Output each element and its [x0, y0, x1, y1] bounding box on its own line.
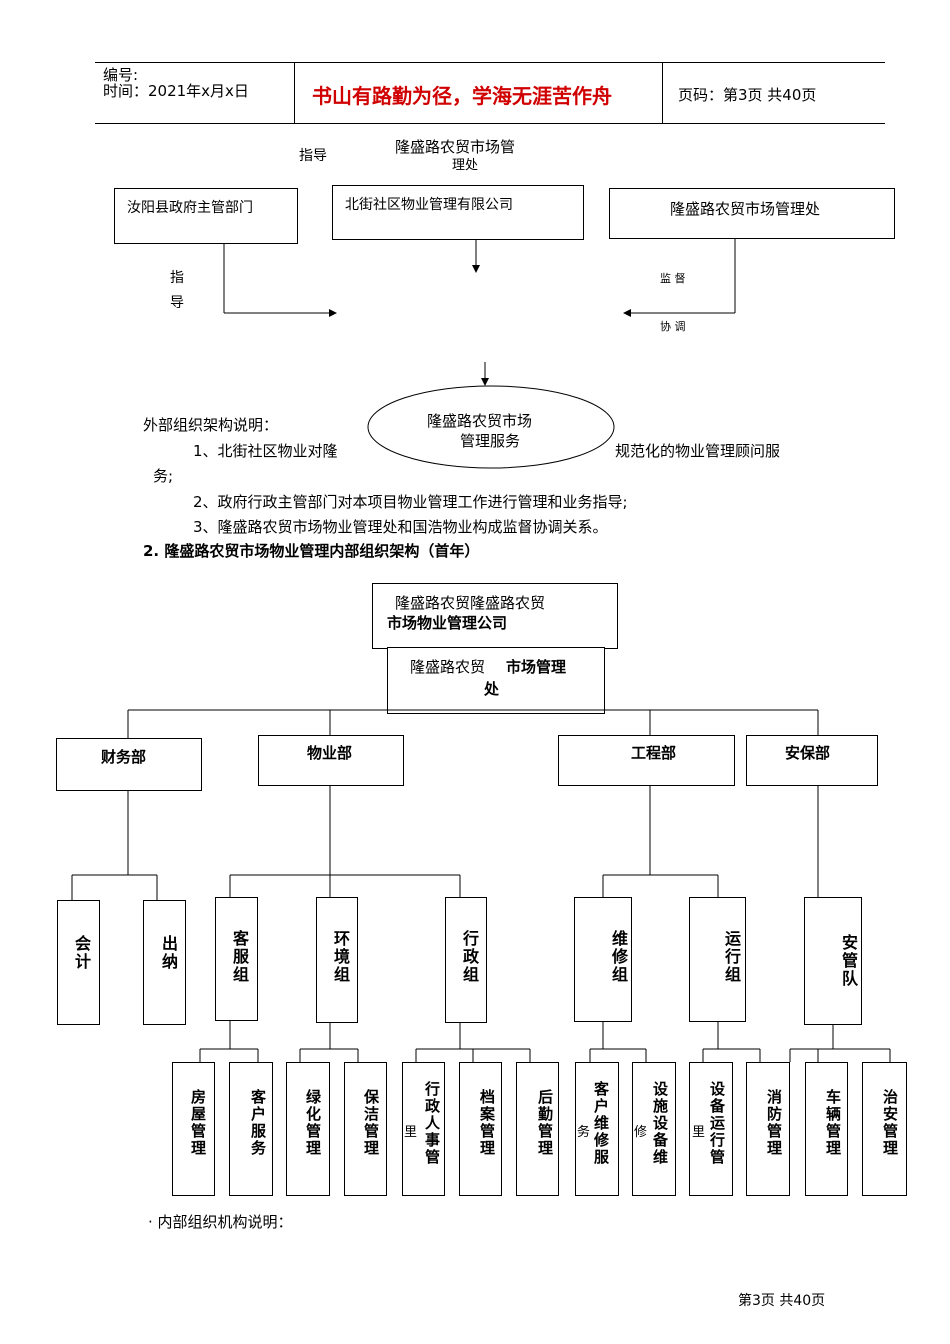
top-title-line1: 隆盛路农贸市场管: [395, 138, 516, 156]
external-notes-title: 外部组织架构说明：: [143, 416, 279, 434]
top-guide-label: 指导: [299, 148, 327, 164]
leaf-green-label: 绿化管理: [304, 1089, 322, 1157]
leaf-equipment-label: 设备运行管: [708, 1081, 726, 1166]
leaf-archive-box: 档案管理: [459, 1062, 502, 1196]
leaf-vehicle-box: 车辆管理: [805, 1062, 848, 1196]
header-divider-left: [294, 62, 295, 123]
leaf-facility-label: 设施设备维: [651, 1081, 669, 1166]
group-customer-label: 客服组: [230, 930, 249, 984]
leaf-customer-service-label: 客户服务: [249, 1089, 267, 1157]
leaf-house-box: 房屋管理: [172, 1062, 215, 1196]
header-divider-right: [662, 62, 663, 123]
group-customer-box: 客服组: [215, 897, 258, 1021]
leaf-public-security-box: 治安管理: [862, 1062, 907, 1196]
property-company-box: 北街社区物业管理有限公司: [332, 185, 584, 240]
internal-notes-title: · 内部组织机构说明：: [148, 1213, 293, 1231]
office-line1a: 隆盛路农贸: [410, 658, 486, 676]
leaf-fire-label: 消防管理: [765, 1089, 783, 1157]
gov-department-box: 汝阳县政府主管部门: [114, 188, 298, 244]
dept-finance-box: 财务部: [56, 738, 202, 791]
page-number-label: 页码：第3页 共40页: [678, 86, 817, 104]
leaf-house-label: 房屋管理: [189, 1089, 207, 1157]
leaf-fire-box: 消防管理: [746, 1062, 790, 1196]
dept-engineering-label: 工程部: [631, 744, 677, 762]
guide-vertical-1: 指: [170, 270, 184, 286]
market-office-label: 隆盛路农贸市场管理处: [670, 200, 821, 218]
header-bottom-rule: [95, 123, 885, 124]
dept-security-label: 安保部: [785, 744, 831, 762]
section2-title: 2. 隆盛路农贸市场物业管理内部组织架构（首年）: [143, 542, 480, 560]
leaf-hr-label: 行政人事管: [423, 1081, 441, 1166]
group-admin-label: 行政组: [460, 930, 479, 984]
group-security-label: 安管队: [839, 934, 858, 988]
external-note-3: 3、隆盛路农贸市场物业管理处和国浩物业构成监督协调关系。: [193, 518, 608, 536]
dept-property-label: 物业部: [307, 744, 353, 762]
office-line1b: 市场管理: [506, 658, 567, 676]
gov-department-label: 汝阳县政府主管部门: [127, 200, 253, 216]
group-operation-label: 运行组: [722, 930, 741, 984]
leaf-logistics-label: 后勤管理: [536, 1089, 554, 1157]
leaf-customer-repair-label: 客户维修服: [592, 1081, 610, 1166]
top-title-line2: 理处: [452, 158, 479, 173]
market-office-box: 隆盛路农贸市场管理处: [609, 188, 895, 239]
dept-security-box: 安保部: [746, 735, 878, 786]
leaf-hr-side-label: 里: [404, 1125, 418, 1140]
management-office-box: 隆盛路农贸 市场管理 处: [387, 647, 605, 714]
leaf-hr-box: 行政人事管 里: [402, 1062, 445, 1196]
header-motto: 书山有路勤为径，学海无涯苦作舟: [312, 84, 612, 108]
leaf-clean-box: 保洁管理: [344, 1062, 387, 1196]
page-footer: 第3页 共40页: [738, 1293, 826, 1309]
top-company-box: 隆盛路农贸隆盛路农贸 市场物业管理公司: [372, 583, 618, 649]
leaf-equipment-box: 设备运行管 里: [689, 1062, 733, 1196]
coordinate-label: 协 调: [660, 320, 686, 333]
header-top-rule: [95, 62, 885, 63]
leaf-customer-service-box: 客户服务: [229, 1062, 273, 1196]
leaf-clean-label: 保洁管理: [362, 1089, 380, 1157]
group-operation-box: 运行组: [689, 897, 746, 1022]
group-environment-box: 环境组: [316, 897, 358, 1023]
leaf-archive-label: 档案管理: [478, 1089, 496, 1157]
dept-finance-label: 财务部: [101, 748, 147, 766]
dept-property-box: 物业部: [258, 735, 404, 786]
leaf-customer-repair-side-label: 务: [577, 1125, 591, 1140]
group-repair-label: 维修组: [609, 930, 628, 984]
external-note-1c: 务;: [153, 467, 174, 485]
sub-cashier-label: 出纳: [159, 935, 178, 971]
sub-accounting-box: 会计: [57, 900, 100, 1025]
supervise-label: 监 督: [660, 272, 686, 285]
office-line2: 处: [484, 680, 500, 698]
document-time-label: 时间：2021年x月x日: [103, 82, 249, 100]
leaf-equipment-side-label: 里: [692, 1125, 706, 1140]
property-company-label: 北街社区物业管理有限公司: [345, 197, 513, 213]
sub-accounting-label: 会计: [72, 935, 91, 971]
leaf-facility-box: 设施设备维 修: [632, 1062, 676, 1196]
guide-vertical-2: 导: [170, 295, 184, 311]
top-company-line2: 市场物业管理公司: [387, 614, 508, 632]
external-note-2: 2、政府行政主管部门对本项目物业管理工作进行管理和业务指导;: [193, 493, 628, 511]
sub-cashier-box: 出纳: [143, 900, 186, 1025]
group-security-box: 安管队: [804, 897, 862, 1025]
leaf-public-security-label: 治安管理: [881, 1089, 899, 1157]
leaf-vehicle-label: 车辆管理: [824, 1089, 842, 1157]
leaf-facility-side-label: 修: [634, 1125, 648, 1140]
group-environment-label: 环境组: [331, 930, 350, 984]
group-admin-box: 行政组: [445, 897, 487, 1023]
leaf-logistics-box: 后勤管理: [516, 1062, 559, 1196]
dept-engineering-box: 工程部: [558, 735, 735, 786]
group-repair-box: 维修组: [574, 897, 632, 1022]
leaf-customer-repair-box: 客户维修服 务: [575, 1062, 619, 1196]
external-note-1b: 规范化的物业管理顾问服: [615, 442, 781, 460]
document-number-label: 编号:: [103, 66, 139, 84]
leaf-green-box: 绿化管理: [286, 1062, 330, 1196]
ellipse-line2: 管理服务: [460, 432, 521, 450]
ellipse-line1: 隆盛路农贸市场: [427, 412, 533, 430]
external-note-1a: 1、北街社区物业对隆: [193, 442, 338, 460]
top-company-line1: 隆盛路农贸隆盛路农贸: [395, 594, 546, 612]
